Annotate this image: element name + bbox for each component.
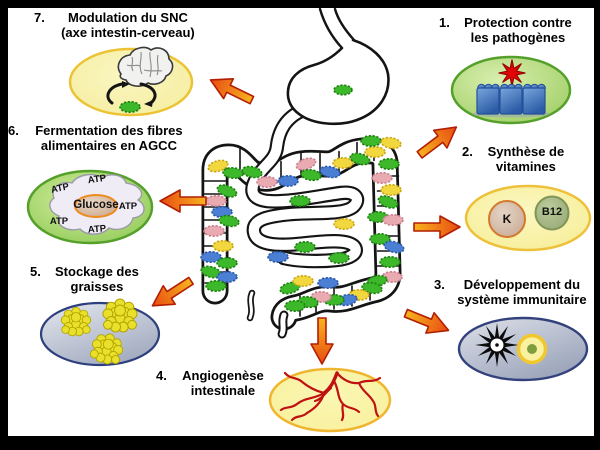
label-number: 2.: [462, 144, 473, 159]
vitamin-k-label: K: [502, 212, 512, 226]
epithelium-icon: [472, 83, 550, 118]
label-line: Modulation du SNC: [67, 10, 188, 25]
bubble-vitamines: [464, 184, 592, 252]
cycle-arrows-icon: [106, 81, 157, 107]
atp-label: ATP: [118, 201, 138, 212]
gut-illustration: [200, 7, 405, 339]
label-line: intestinale: [190, 383, 256, 398]
bubble-protection: [450, 55, 572, 125]
microbes: [200, 84, 405, 312]
label-line: système immunitaire: [457, 292, 587, 307]
label-line: Angiogenèse: [182, 368, 264, 383]
label-number: 7.: [34, 10, 45, 25]
microbe-icon: [119, 101, 141, 113]
vitamin-b12-label: B12: [541, 206, 563, 218]
bubble-angiogenese: [268, 367, 392, 433]
immune-cell-icon: [516, 333, 548, 365]
brain-icon: [117, 46, 174, 87]
label-line: Fermentation des fibres: [35, 123, 183, 138]
label-line: Synthèse de: [487, 144, 565, 159]
label-number: 3.: [434, 277, 445, 292]
label-line: alimentaires en AGCC: [40, 138, 177, 153]
blood-vessels-icon: [279, 371, 382, 422]
bubble-modulation-snc: [68, 46, 194, 117]
dendritic-cell-icon: [475, 323, 519, 367]
label-line: Développement du: [463, 277, 581, 292]
label-number: 1.: [439, 15, 450, 30]
glucose-label: Glucose: [73, 199, 119, 211]
label-line: vitamines: [495, 159, 556, 174]
vitamin-k-icon: [488, 200, 526, 238]
stomach: [286, 7, 390, 126]
label-line: (axe intestin-cerveau): [61, 25, 195, 40]
glucose-oval: [74, 194, 118, 218]
pathogen-star-icon: [498, 59, 526, 87]
label-number: 5.: [30, 264, 41, 279]
atp-label: ATP: [49, 216, 69, 227]
bubble-stockage-graisses: [39, 298, 161, 368]
label-line: graisses: [70, 279, 124, 294]
label-line: Protection contre: [464, 15, 572, 30]
label-line: Stockage des: [55, 264, 139, 279]
label-number: 4.: [156, 368, 167, 383]
label-line: les pathogènes: [470, 30, 566, 45]
label-number: 6.: [8, 123, 19, 138]
esophagus: [318, 7, 356, 50]
label-modulation-snc: 7. Modulation du SNC(axe intestin-cervea…: [34, 10, 206, 40]
bubble-systeme-immunitaire: [457, 316, 589, 382]
bubble-fermentation: [26, 169, 154, 245]
vitamin-b12-icon: [534, 195, 570, 231]
